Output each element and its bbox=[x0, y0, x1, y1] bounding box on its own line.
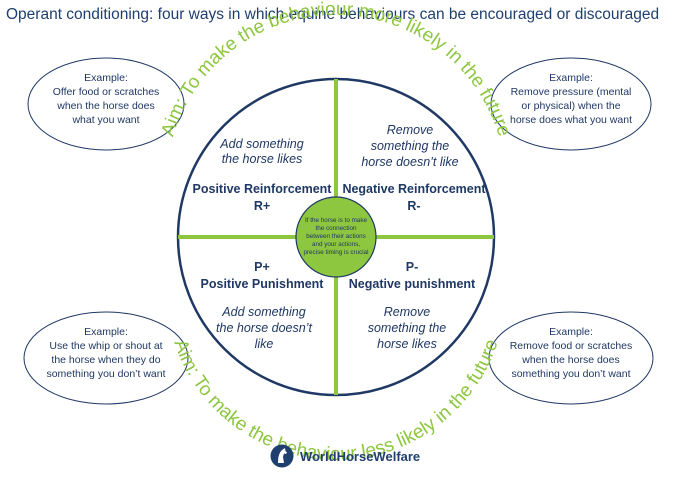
pos-reinforcement-name: Positive Reinforcement bbox=[193, 182, 333, 196]
example-oval-bottom-left bbox=[23, 311, 189, 405]
example-oval-top-left bbox=[27, 57, 185, 151]
example-bottom-right-line: when the horse does bbox=[521, 354, 619, 366]
center-circle bbox=[295, 196, 377, 278]
pos-punishment-desc: the horse doesn’t bbox=[216, 321, 312, 335]
neg-reinforcement-desc: horse doesn’t like bbox=[361, 155, 458, 169]
world-horse-welfare-logo: WorldHorseWelfare bbox=[270, 442, 420, 470]
horse-shield-icon bbox=[270, 444, 294, 468]
neg-punishment-name: Negative punishment bbox=[349, 277, 476, 291]
neg-reinforcement-code: R- bbox=[407, 199, 420, 213]
pos-punishment-code: P+ bbox=[254, 260, 270, 274]
pos-reinforcement-desc: the horse likes bbox=[222, 152, 303, 166]
neg-reinforcement-desc: Remove bbox=[387, 123, 434, 137]
diagram-title: Operant conditioning: four ways in which… bbox=[6, 6, 660, 23]
pos-reinforcement-desc: Add something bbox=[219, 137, 303, 151]
example-top-left-line: what you want bbox=[71, 114, 139, 126]
center-note-line: If the horse is to make bbox=[305, 217, 367, 224]
example-top-right-line: Remove pressure (mental bbox=[511, 86, 632, 98]
neg-reinforcement-desc: something the bbox=[371, 139, 450, 153]
pos-punishment-name: Positive Punishment bbox=[201, 277, 325, 291]
neg-reinforcement-name: Negative Reinforcement bbox=[342, 182, 486, 196]
neg-punishment-desc: Remove bbox=[384, 305, 431, 319]
example-bottom-right-line: something you don’t want bbox=[511, 368, 630, 380]
example-top-right-line: or physical) when the bbox=[521, 100, 620, 112]
center-note-line: and your actions, bbox=[312, 241, 360, 248]
example-oval-bottom-right bbox=[488, 311, 654, 405]
example-oval-top-right bbox=[490, 57, 652, 151]
logo-text: WorldHorseWelfare bbox=[300, 448, 421, 464]
example-bottom-right-line: Remove food or scratches bbox=[510, 340, 633, 352]
pos-punishment-desc: Add something bbox=[221, 305, 305, 319]
example-top-right-line: horse does what you want bbox=[510, 114, 632, 126]
example-bottom-left-line: something you don’t want bbox=[46, 368, 165, 380]
neg-punishment-desc: something the bbox=[368, 321, 447, 335]
neg-punishment-code: P- bbox=[406, 260, 419, 274]
example-top-left-line: Example: bbox=[84, 72, 128, 84]
neg-punishment-desc: horse likes bbox=[377, 337, 437, 351]
center-note-line: between their actions bbox=[306, 233, 366, 240]
pos-reinforcement-code: R+ bbox=[254, 199, 270, 213]
example-bottom-left-line: Example: bbox=[84, 326, 128, 338]
example-bottom-left-line: Use the whip or shout at bbox=[49, 340, 162, 352]
example-bottom-left-line: the horse when they do bbox=[51, 354, 160, 366]
example-top-left-line: when the horse does bbox=[56, 100, 154, 112]
example-top-right-line: Example: bbox=[549, 72, 593, 84]
center-note-line: precise timing is crucial bbox=[303, 249, 368, 256]
center-note-line: the connection bbox=[316, 225, 357, 232]
example-bottom-right-line: Example: bbox=[549, 326, 593, 338]
example-top-left-line: Offer food or scratches bbox=[53, 86, 160, 98]
pos-punishment-desc: like bbox=[255, 337, 274, 351]
